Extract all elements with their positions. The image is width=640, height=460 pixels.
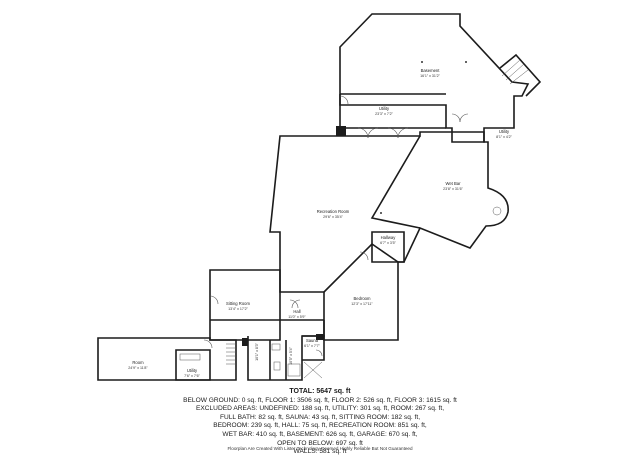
door-icon — [203, 339, 213, 349]
summary-wetbar-basement: WET BAR: 410 sq. ft, BASEMENT: 626 sq. f… — [222, 430, 418, 438]
summary-floors: BELOW GROUND: 0 sq. ft, FLOOR 1: 3506 sq… — [183, 396, 457, 404]
utility-left-walls — [175, 349, 211, 381]
stairs-icon — [501, 59, 529, 85]
summary-open: OPEN TO BELOW: 697 sq. ft — [277, 439, 363, 447]
room-dims-hallway: 6'7" x 3'5" — [380, 241, 396, 245]
door-icon — [359, 251, 369, 261]
door-icon — [451, 113, 461, 123]
room-label-recreation: Recreation Room — [317, 209, 350, 214]
sink-icon — [271, 343, 281, 351]
wall-block — [316, 334, 324, 340]
summary-bedroom-hall: BEDROOM: 239 sq. ft, HALL: 75 sq. ft, RE… — [213, 422, 427, 430]
door-icon — [339, 95, 349, 105]
cabinet-icon — [179, 353, 201, 361]
summary-bath-sauna: FULL BATH: 82 sq. ft, SAUNA: 43 sq. ft, … — [219, 413, 421, 421]
room-label-hallway: Hallway — [381, 235, 397, 240]
stairs-icon — [226, 343, 236, 365]
wall-block — [242, 338, 248, 346]
room-label-wet-bar: Wet Bar — [445, 181, 461, 186]
room-dims-utility-top: 23'3" x 7'2" — [375, 112, 393, 116]
door-icon — [289, 299, 299, 309]
basement-bay-walls — [499, 53, 542, 97]
door-icon — [397, 127, 409, 139]
room-label-room: Room — [132, 360, 144, 365]
summary-excluded: EXCLUDED AREAS: UNDEFINED: 188 sq. ft, U… — [195, 405, 445, 413]
light-icon — [421, 61, 423, 63]
room-dims-utility-left: 7'6" x 7'6" — [184, 374, 200, 378]
toilet-icon — [273, 361, 281, 371]
door-icon — [291, 299, 301, 309]
room-label-sitting: Sitting Room — [226, 301, 250, 306]
summary-walls: WALLS: 581 sq. ft — [293, 448, 347, 456]
room-dims-basement: 16'1" x 31'2" — [420, 74, 440, 78]
door-icon — [367, 127, 379, 139]
room-label-utility-left: Utility — [187, 368, 198, 373]
light-icon — [465, 61, 467, 63]
door-icon — [315, 349, 323, 357]
room-dims-wet-bar: 23'8" x 31'6" — [443, 187, 463, 191]
room-dims-room: 24'9" x 11'8" — [128, 366, 148, 370]
room-dims-utility-right: 8'1" x 4'2" — [496, 135, 512, 139]
room-dims-sitting: 13'4" x 17'2" — [228, 307, 248, 311]
wall-block — [336, 126, 346, 136]
area-summary: TOTAL: 5647 sq. ft BELOW GROUND: 0 sq. f… — [0, 388, 640, 457]
fixture-icon — [492, 206, 502, 216]
room-walls — [97, 337, 237, 381]
disclaimer: Floorplan Are Created With Lister Techno… — [227, 446, 413, 451]
door-icon — [459, 113, 469, 123]
sitting-room-walls — [209, 269, 281, 341]
hallway-walls — [371, 231, 405, 263]
room-dims-sauna: 6'1" x 7'7" — [304, 344, 320, 348]
door-icon — [209, 295, 219, 305]
room-label-bedroom: Bedroom — [354, 296, 372, 301]
recreation-walls — [269, 131, 509, 341]
bedroom-divider — [323, 242, 399, 293]
room-label-hall: Hall — [293, 309, 300, 314]
room-label-utility-right: Utility — [499, 129, 510, 134]
diagonal-wall — [370, 135, 421, 229]
hall-walls — [210, 319, 325, 381]
room-label-sauna: Sauna — [306, 338, 319, 343]
room-dims-vertical-b: 10'5" x 5'4" — [289, 346, 293, 364]
bath-walls — [269, 335, 325, 380]
utility-top-walls — [339, 93, 446, 129]
room-dims-vertical-a: 10'1" x 8'3" — [255, 342, 259, 360]
room-dims-hall: 11'0" x 5'9" — [288, 315, 306, 319]
sauna-cross-icon — [303, 361, 323, 379]
room-label-utility-top: Utility — [379, 106, 390, 111]
summary-total: TOTAL: 5647 sq. ft — [289, 388, 351, 395]
tub-icon — [287, 363, 301, 377]
basement-walls — [339, 13, 530, 143]
room-dims-recreation: 29'6" x 35'4" — [323, 215, 343, 219]
room-label-basement: Basement — [421, 68, 441, 73]
light-icon — [380, 212, 382, 214]
room-dims-bedroom: 12'3" x 17'11" — [351, 302, 373, 306]
